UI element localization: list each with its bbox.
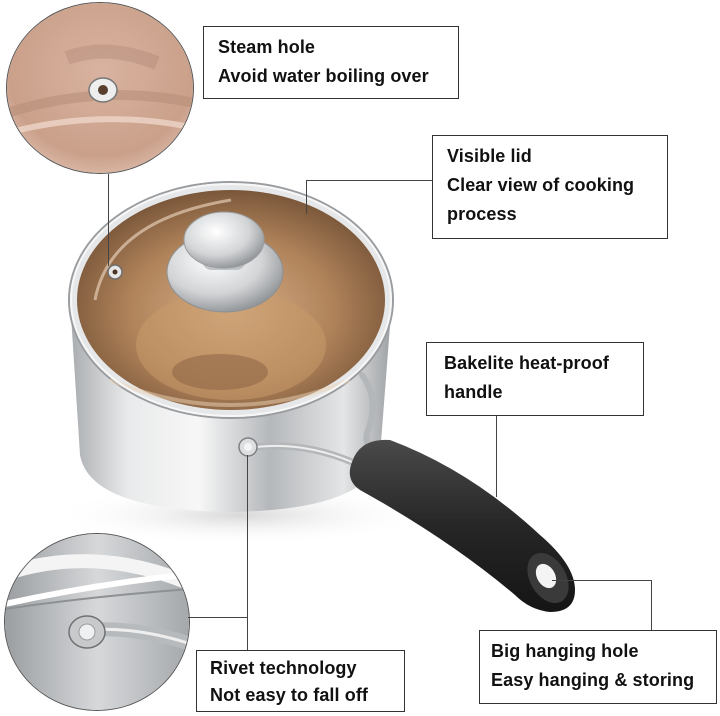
connector-hanging-hole-h bbox=[552, 580, 652, 581]
callout-rivet: Rivet technology Not easy to fall off bbox=[196, 650, 405, 712]
steam-hole-closeup-inset bbox=[6, 2, 194, 174]
callout-steam-hole: Steam hole Avoid water boiling over bbox=[203, 26, 459, 99]
callout-description: Clear view of cooking bbox=[447, 175, 635, 195]
connector-visible-lid-v bbox=[306, 180, 307, 214]
connector-steam-hole bbox=[108, 174, 109, 266]
callout-description: handle bbox=[444, 382, 503, 402]
callout-title: Rivet technology bbox=[210, 658, 357, 678]
connector-rivet-v bbox=[247, 455, 248, 650]
callout-visible-lid: Visible lid Clear view of cooking proces… bbox=[432, 135, 668, 239]
rivet-closeup-inset bbox=[4, 533, 190, 711]
callout-description: Easy hanging & storing bbox=[491, 670, 695, 690]
callout-title: Bakelite heat-proof bbox=[444, 353, 609, 373]
callout-title: Visible lid bbox=[447, 146, 532, 166]
connector-bakelite-handle bbox=[496, 415, 497, 497]
callout-description: process bbox=[447, 204, 517, 224]
rivet-closeup-image bbox=[5, 534, 189, 710]
callout-title: Big hanging hole bbox=[491, 641, 639, 661]
connector-hanging-hole-v bbox=[651, 580, 652, 630]
callout-hanging-hole: Big hanging hole Easy hanging & storing bbox=[479, 630, 717, 704]
connector-visible-lid-h bbox=[306, 180, 432, 181]
callout-description: Not easy to fall off bbox=[210, 685, 369, 705]
callout-title: Steam hole bbox=[218, 37, 316, 57]
steam-hole-closeup-image bbox=[7, 3, 193, 173]
callout-bakelite-handle: Bakelite heat-proof handle bbox=[426, 342, 644, 416]
connector-rivet-h bbox=[188, 617, 248, 618]
callout-description: Avoid water boiling over bbox=[218, 66, 429, 86]
